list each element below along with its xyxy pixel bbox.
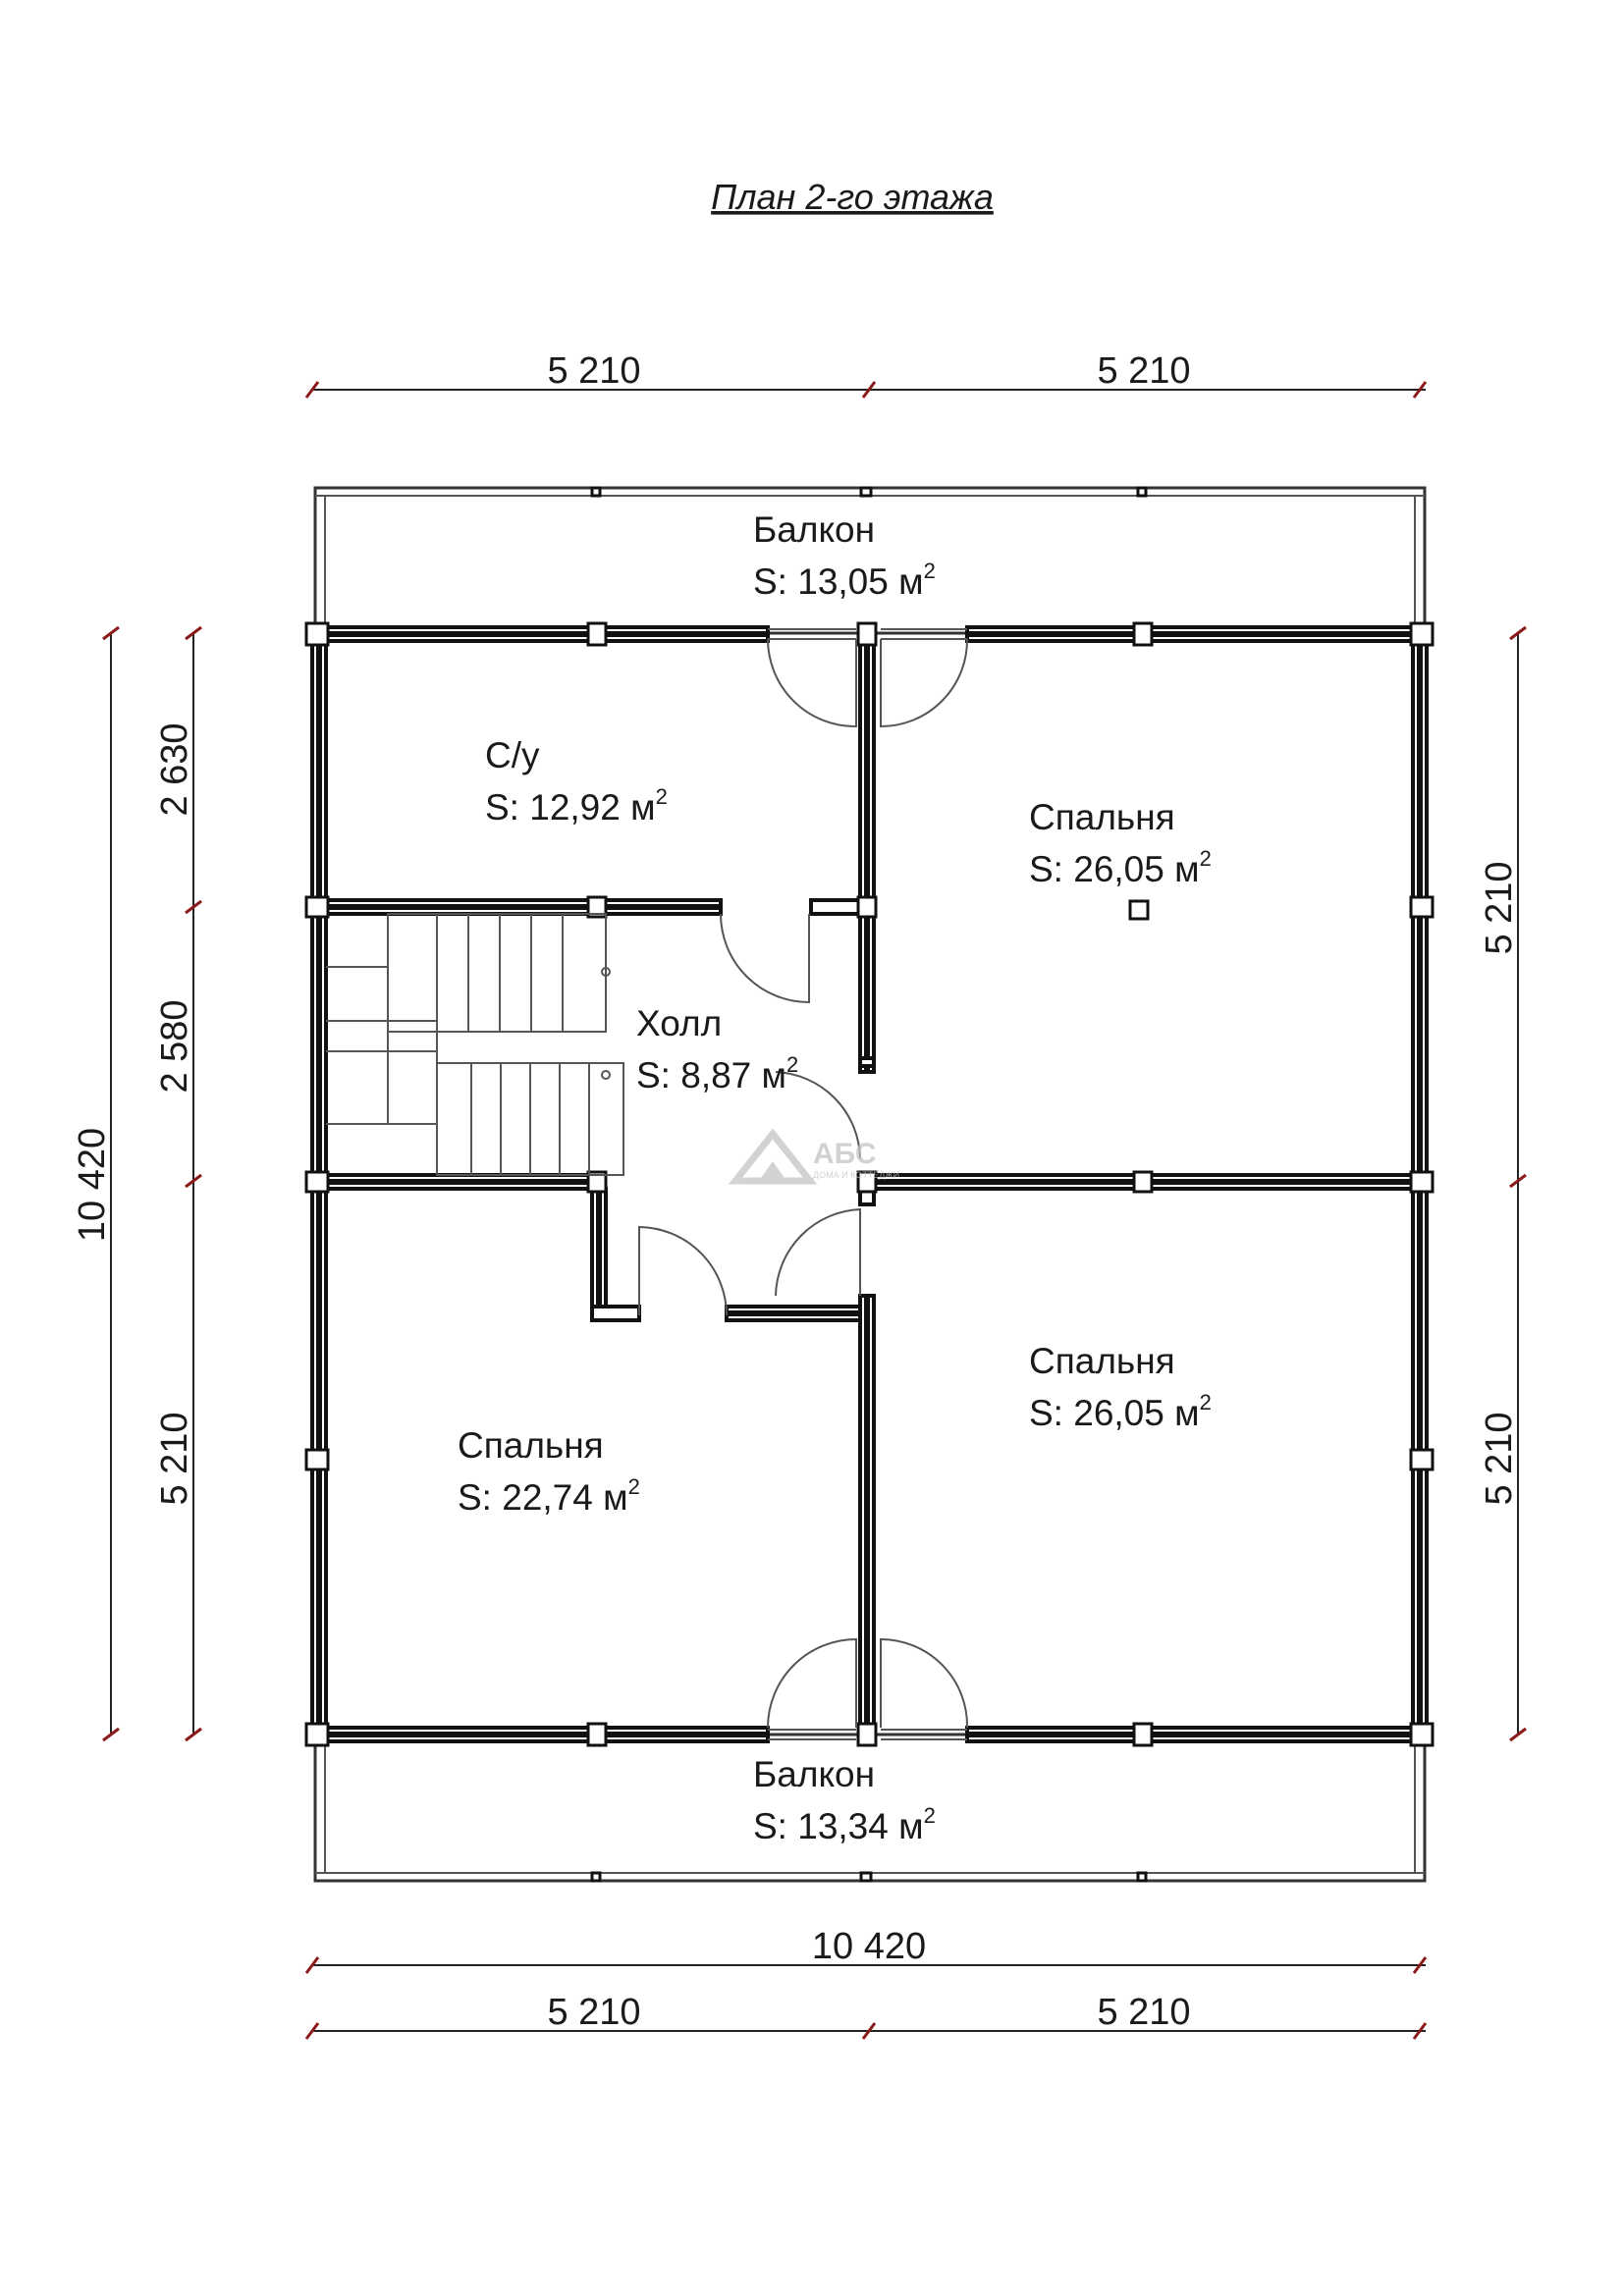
room-label-bedroom-se: Спальня S: 26,05 м2: [1029, 1341, 1212, 1433]
dimension-left: 10 420 2 630 2 580 5 210: [72, 625, 202, 1742]
room-area: S: 12,92 м2: [485, 784, 668, 828]
dim-left-1: 2 630: [154, 722, 195, 816]
room-area: S: 22,74 м2: [458, 1474, 640, 1518]
room-name: Балкон: [753, 509, 875, 550]
dim-left-total: 10 420: [72, 1128, 113, 1242]
dim-top-right: 5 210: [1097, 350, 1190, 392]
dim-bottom-left: 5 210: [547, 1992, 640, 2033]
dim-left-2: 2 580: [154, 999, 195, 1093]
dim-right-1: 5 210: [1479, 861, 1520, 954]
room-label-balcony-top: Балкон S: 13,05 м2: [753, 509, 936, 602]
structural-posts: [304, 621, 1435, 1747]
room-name: Спальня: [1029, 797, 1175, 837]
room-label-bedroom-sw: Спальня S: 22,74 м2: [458, 1425, 640, 1518]
dimension-right: 5 210 5 210: [1479, 625, 1527, 1742]
dim-right-2: 5 210: [1479, 1412, 1520, 1505]
room-area: S: 8,87 м2: [636, 1052, 798, 1095]
plan-title: План 2-го этажа: [711, 177, 994, 217]
room-label-hall: Холл S: 8,87 м2: [636, 1003, 798, 1095]
room-name: Спальня: [1029, 1341, 1175, 1381]
dim-bottom-total: 10 420: [812, 1926, 926, 1967]
room-name: Спальня: [458, 1425, 604, 1466]
dim-top-left: 5 210: [547, 350, 640, 392]
staircase: [326, 913, 624, 1176]
room-area: S: 26,05 м2: [1029, 1390, 1212, 1433]
dim-bottom-right: 5 210: [1097, 1992, 1190, 2033]
room-label-bathroom: С/у S: 12,92 м2: [485, 735, 668, 828]
room-name: Холл: [636, 1003, 722, 1043]
dimension-top: 5 210 5 210: [304, 350, 1428, 399]
dimension-bottom: 10 420 5 210 5 210: [304, 1926, 1428, 2040]
dim-left-3: 5 210: [154, 1412, 195, 1505]
room-name: С/у: [485, 735, 540, 775]
room-label-bedroom-ne: Спальня S: 26,05 м2: [1029, 797, 1212, 889]
doors: [638, 638, 969, 1729]
watermark-brand: АБС: [813, 1138, 877, 1170]
room-area: S: 26,05 м2: [1029, 846, 1212, 889]
room-label-balcony-bottom: Балкон S: 13,34 м2: [753, 1754, 936, 1846]
room-area: S: 13,05 м2: [753, 559, 936, 602]
watermark-tagline: ДОМА И КОТТЕДЖИ: [813, 1170, 899, 1180]
room-name: Балкон: [753, 1754, 875, 1794]
room-area: S: 13,34 м2: [753, 1803, 936, 1846]
watermark-logo: АБС ДОМА И КОТТЕДЖИ: [728, 1128, 899, 1185]
